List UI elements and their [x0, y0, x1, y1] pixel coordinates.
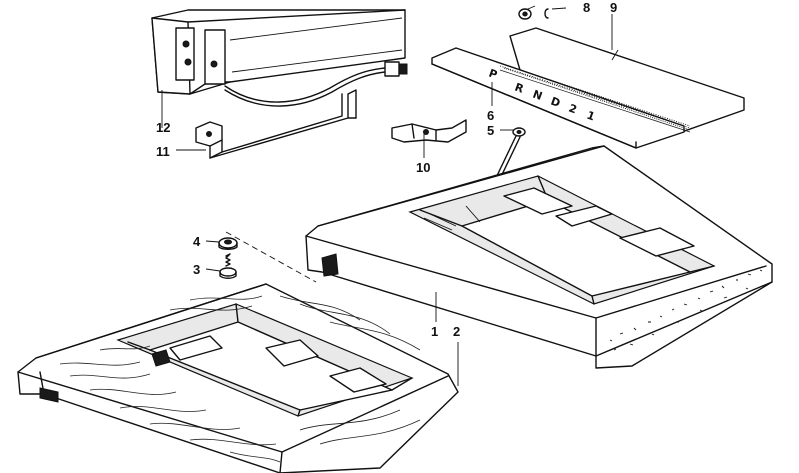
part-4-washer: [218, 237, 238, 250]
callout-numbers: 12 11 10 6 5 8 9 4 3 1 2: [156, 0, 617, 339]
part-8-clip: [518, 8, 549, 20]
callout-2: 2: [453, 324, 460, 339]
assembly-axis-line: [225, 231, 317, 283]
callout-10: 10: [416, 160, 430, 175]
callout-12: 12: [156, 120, 170, 135]
texture-speckles: [609, 269, 763, 351]
part-6-indicator-plate: P R N D 2 1: [431, 47, 691, 149]
callout-9: 9: [610, 0, 617, 15]
part-12-box: [151, 9, 406, 95]
part-3-screw: [219, 253, 237, 279]
callout-4: 4: [193, 234, 201, 249]
callout-8: 8: [583, 0, 590, 15]
callout-3: 3: [193, 262, 200, 277]
callout-1: 1: [431, 324, 438, 339]
leader-lines: [161, 5, 613, 386]
gear-symbol-n: N: [531, 88, 544, 103]
leader-4: [205, 240, 220, 243]
callout-6: 6: [487, 108, 494, 123]
gear-symbol-d: D: [549, 95, 562, 110]
gear-symbol-2: 2: [567, 102, 579, 117]
brush-strip: [495, 61, 691, 131]
part-2-wood-console: [17, 283, 459, 473]
callout-11: 11: [156, 144, 170, 159]
wood-grain: [59, 295, 421, 463]
part-10-bracket: [391, 119, 467, 143]
leader-3: [205, 268, 221, 272]
part-12-cable: [224, 61, 408, 107]
gear-symbol-1: 1: [585, 109, 597, 124]
callout-5: 5: [487, 123, 494, 138]
part-1-console-trim: [305, 145, 773, 369]
part-11-bracket: [195, 89, 357, 159]
leader-8: [527, 5, 536, 10]
leader-8b: [551, 7, 567, 10]
